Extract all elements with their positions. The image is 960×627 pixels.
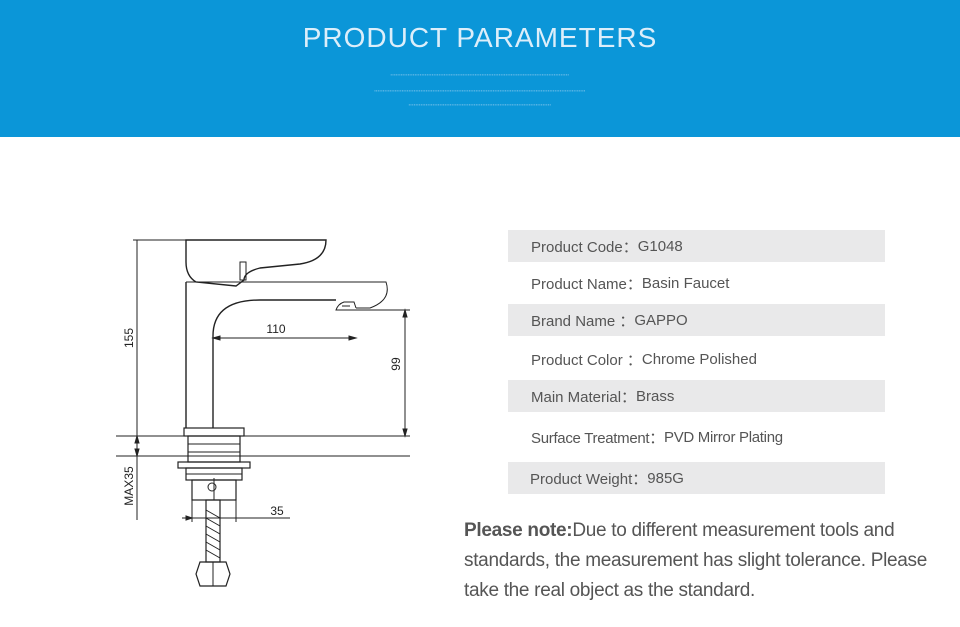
param-label: Surface Treatment：	[531, 429, 664, 447]
note-text: Due to different measurement tools and s…	[464, 520, 927, 601]
banner-decoration: ▪▪▪▪▪▪▪▪▪▪▪▪▪▪▪▪▪▪▪▪▪▪▪▪▪▪▪▪▪▪▪▪▪▪▪▪▪▪▪▪…	[390, 72, 570, 77]
param-row-product-color: Product Color ：Chrome Polished	[508, 343, 885, 375]
param-label: Product Color ：	[531, 351, 642, 369]
param-row-product-code: Product Code：G1048	[508, 230, 885, 262]
param-label: Product Code：	[531, 238, 638, 256]
param-value: Chrome Polished	[641, 350, 757, 368]
dim-max-thickness-label: MAX35	[122, 466, 136, 506]
param-label: Brand Name ：	[531, 312, 635, 330]
dim-shank-label: 35	[270, 504, 284, 518]
note-heading: Please note:	[464, 520, 573, 541]
param-row-main-material: Main Material：Brass	[508, 380, 885, 412]
param-value: PVD Mirror Plating	[664, 428, 783, 446]
param-row-product-weight: Product Weight：985G	[508, 462, 885, 494]
param-label: Product Name：	[531, 275, 642, 293]
param-value: Basin Faucet	[641, 274, 730, 292]
header-banner: PRODUCT PARAMETERS ▪▪▪▪▪▪▪▪▪▪▪▪▪▪▪▪▪▪▪▪▪…	[0, 0, 960, 137]
dim-spout-height-label: 99	[389, 357, 403, 371]
param-value: G1048	[637, 237, 683, 255]
faucet-technical-drawing: 155 110 99 MAX35 35	[116, 239, 410, 587]
dim-height-label: 155	[122, 328, 136, 348]
param-row-surface-treatment: Surface Treatment：PVD Mirror Plating	[508, 421, 885, 453]
dim-reach-label: 110	[266, 322, 285, 336]
param-value: Brass	[636, 387, 675, 405]
param-label: Main Material：	[531, 388, 637, 406]
banner-decoration: ▪▪▪▪▪▪▪▪▪▪▪▪▪▪▪▪▪▪▪▪▪▪▪▪▪▪▪▪▪▪▪▪▪▪▪▪▪▪▪▪…	[374, 88, 586, 93]
param-value: 985G	[647, 469, 684, 487]
measurement-note: Please note:Due to different measurement…	[464, 516, 934, 606]
param-value: GAPPO	[634, 311, 688, 329]
banner-decoration: ▪▪▪▪▪▪▪▪▪▪▪▪▪▪▪▪▪▪▪▪▪▪▪▪▪▪▪▪▪▪▪▪▪▪▪▪▪▪▪▪…	[408, 102, 552, 107]
page-title: PRODUCT PARAMETERS	[302, 22, 658, 53]
param-row-product-name: Product Name：Basin Faucet	[508, 267, 885, 299]
param-row-brand-name: Brand Name ：GAPPO	[508, 304, 885, 336]
param-label: Product Weight：	[530, 470, 648, 488]
